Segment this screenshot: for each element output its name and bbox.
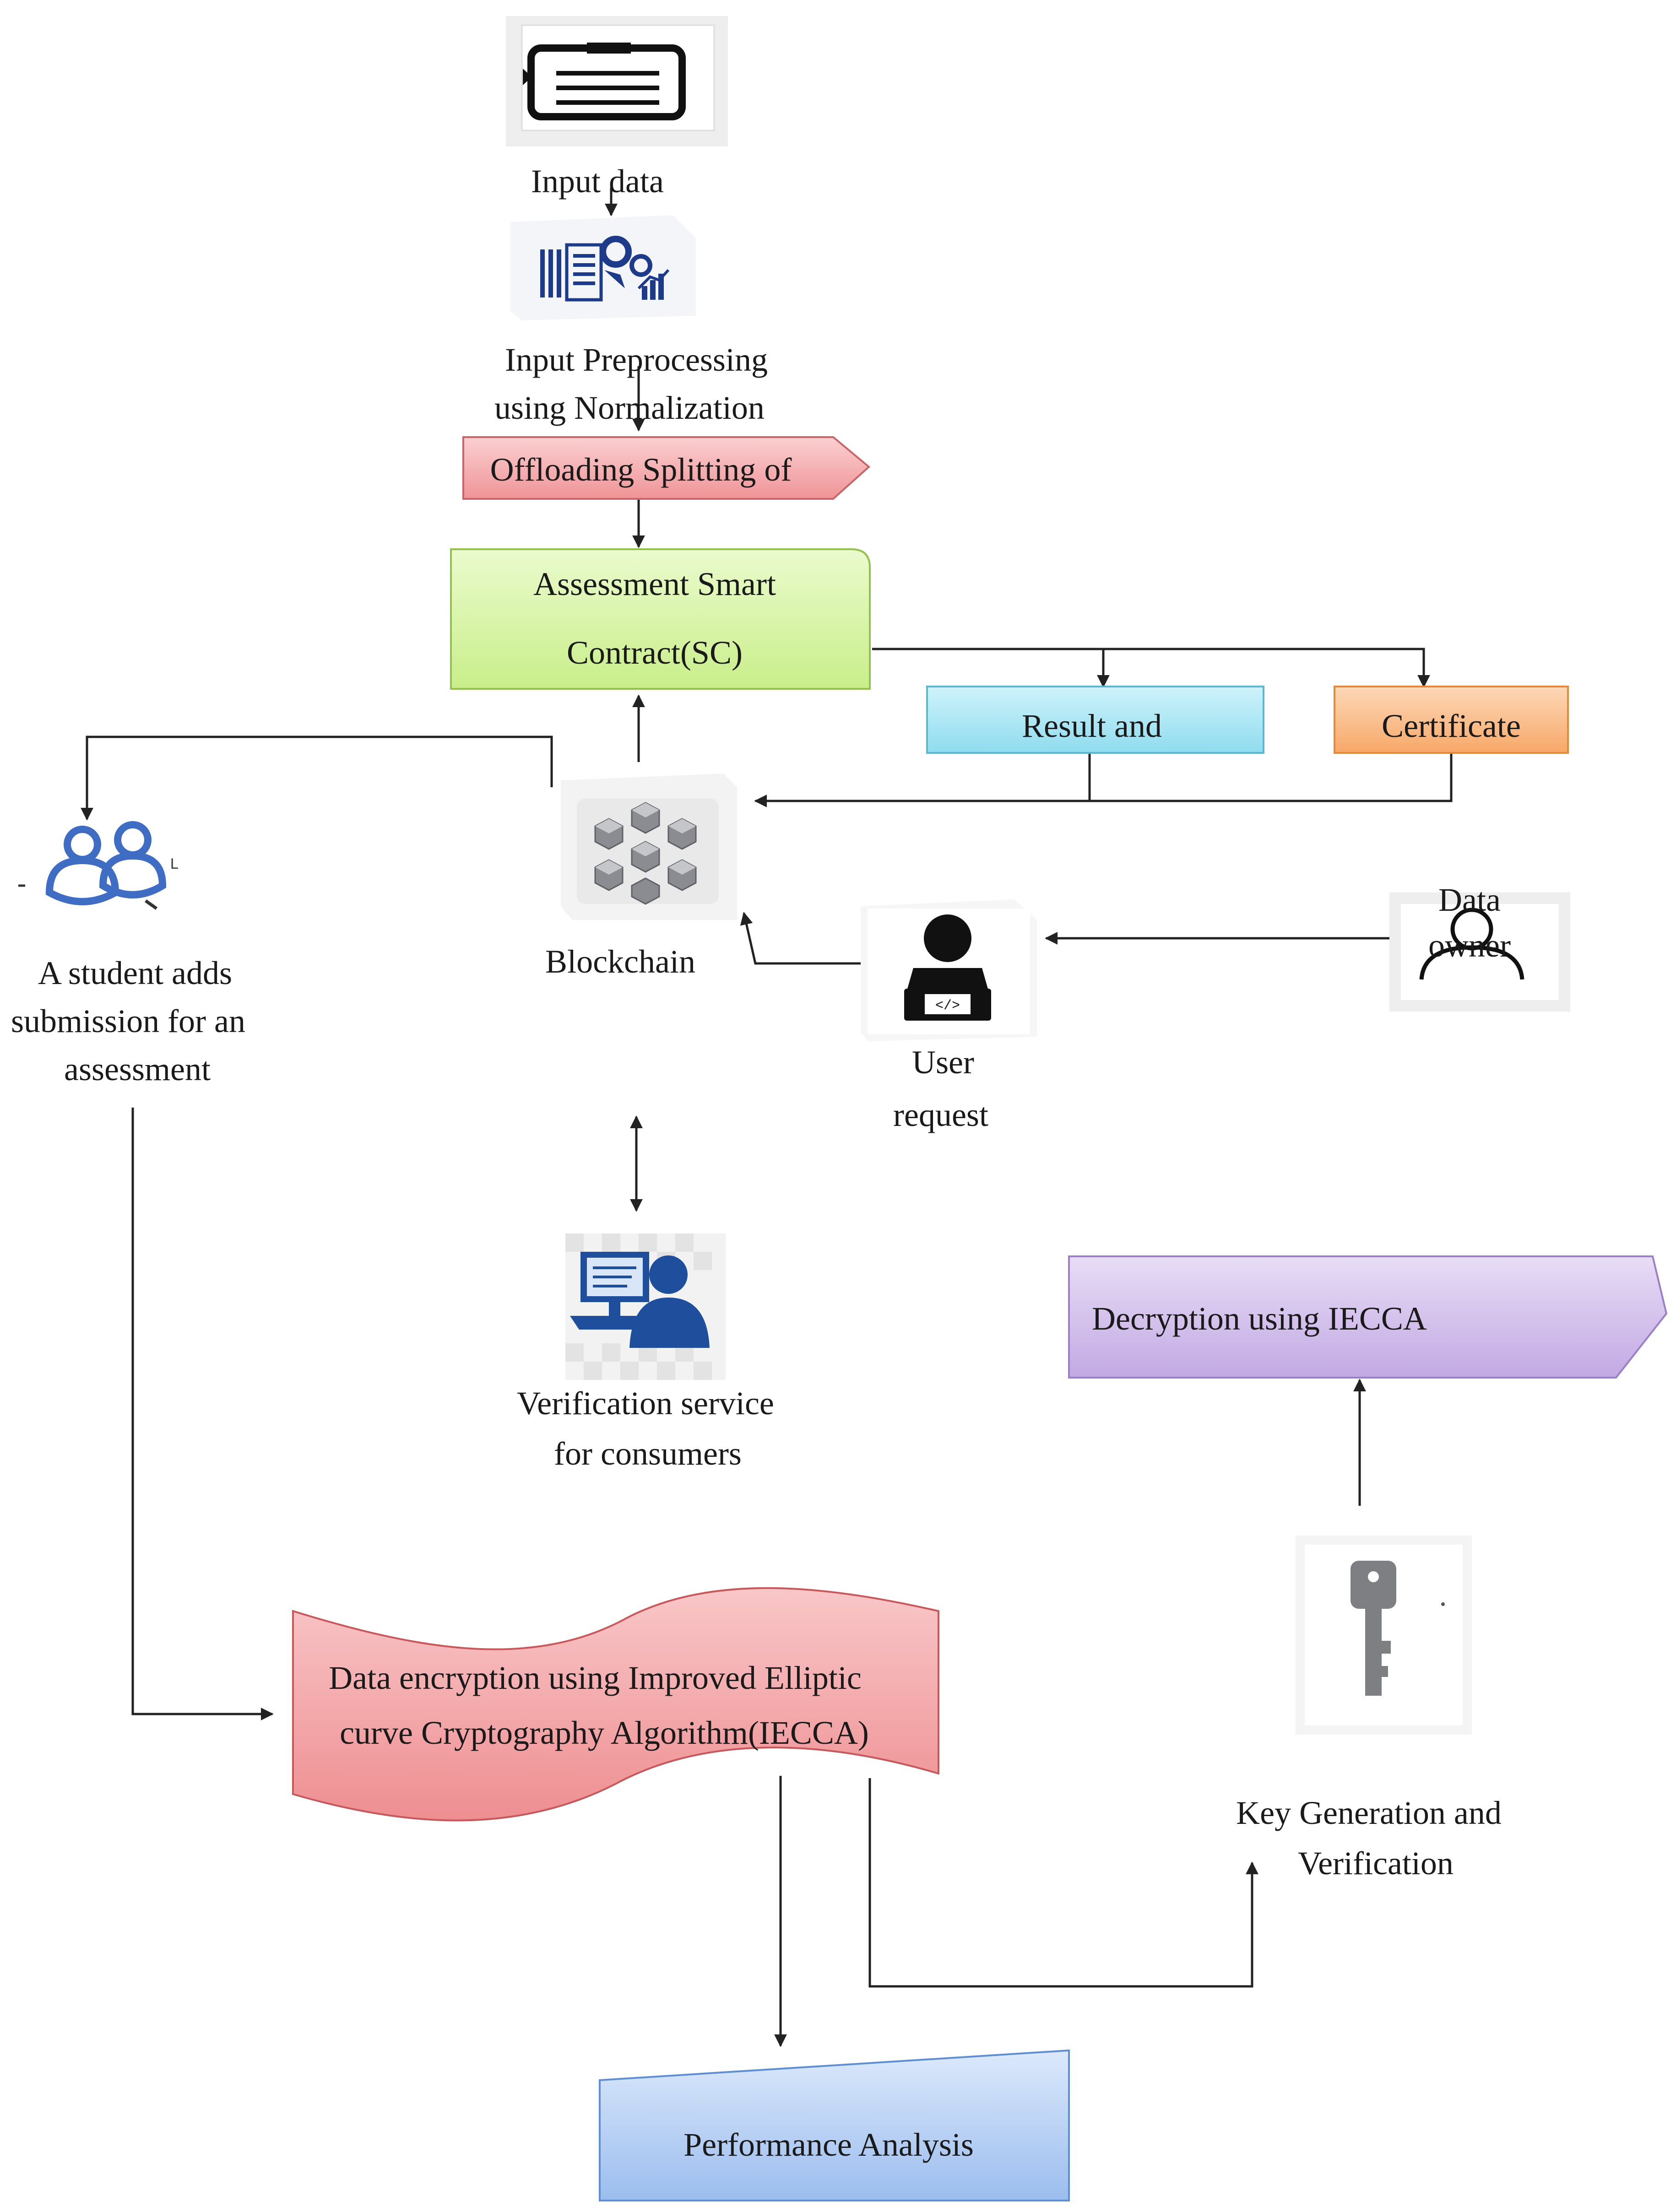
preprocessing-node: Input Preprocessing using Normalization: [494, 215, 768, 426]
smart-contract-node: Assessment Smart Contract(SC): [450, 548, 871, 690]
encryption-label-line2: curve Cryptography Algorithm(IECCA): [340, 1714, 869, 1751]
verification-node: Verification service for consumers: [517, 1233, 774, 1472]
certificate-node: Certificate: [1334, 686, 1569, 754]
arrow-encryption-to-keygen: [868, 1778, 1258, 1988]
performance-node: Performance Analysis: [599, 2049, 1070, 2201]
developer-icon: </>: [904, 914, 991, 1021]
smart-contract-label-line2: Contract(SC): [567, 634, 743, 671]
user-request-node: </> User request: [861, 899, 1037, 1133]
svg-text:</>: </>: [935, 998, 960, 1014]
arrow-sc-to-certificate: [1103, 648, 1425, 687]
student-label-line3: assessment: [64, 1051, 211, 1087]
verification-computer-icon: [565, 1233, 726, 1380]
arrow-user-to-blockchain: [740, 912, 861, 965]
offloading-label: Offloading Splitting of: [490, 451, 792, 488]
encryption-label-line1: Data encryption using Improved Elliptic: [329, 1660, 862, 1696]
result-label: Result and: [1022, 708, 1162, 744]
offloading-node: Offloading Splitting of: [462, 436, 871, 500]
arrow-sc-to-result: [872, 648, 1110, 688]
input-data-label: Input data: [531, 163, 664, 200]
student-label-line1: A student adds: [38, 955, 232, 991]
blockchain-label: Blockchain: [545, 943, 695, 980]
svg-text:L: L: [170, 855, 179, 872]
connectors: [81, 188, 1453, 2047]
students-icon: L: [18, 821, 179, 910]
key-generation-label-line1: Key Generation and: [1236, 1795, 1502, 1831]
data-processing-icon: [510, 215, 696, 320]
input-data-node: Input data: [506, 16, 728, 200]
document-icon: [506, 16, 728, 146]
blockchain-node: Blockchain: [545, 773, 737, 980]
smart-contract-label-line1: Assessment Smart: [533, 566, 776, 602]
performance-label: Performance Analysis: [683, 2126, 974, 2163]
user-request-label-line1: User: [912, 1044, 974, 1081]
student-label-line2: submission for an: [11, 1003, 245, 1039]
key-icon: [1351, 1561, 1445, 1696]
decryption-node: Decryption using IECCA: [1068, 1255, 1668, 1379]
certificate-label: Certificate: [1382, 708, 1521, 744]
preprocessing-label-line2: using Normalization: [494, 389, 765, 426]
arrow-certificate-to-blockchain: [754, 753, 1453, 807]
arrow-student-to-encryption: [131, 1108, 274, 1720]
data-owner-node: Data owner: [1389, 882, 1570, 1011]
key-generation-label-line2: Verification: [1298, 1845, 1454, 1882]
key-generation-node: Key Generation and Verification: [1236, 1536, 1502, 1882]
verification-label-line1: Verification service: [517, 1385, 774, 1422]
preprocessing-label-line1: Input Preprocessing: [505, 341, 768, 378]
student-node: L A student adds submission for an asses…: [11, 821, 245, 1087]
verification-label-line2: for consumers: [554, 1435, 742, 1472]
data-owner-label-line2: owner: [1428, 927, 1511, 964]
user-request-label-line2: request: [893, 1097, 988, 1133]
result-node: Result and: [926, 686, 1264, 754]
data-owner-label-line1: Data: [1438, 882, 1501, 918]
blockchain-cubes-icon: [561, 773, 737, 920]
data-owner-icon: [1419, 908, 1524, 980]
arrow-blockchain-to-student: [81, 736, 553, 821]
encryption-node: Data encryption using Improved Elliptic …: [292, 1587, 939, 1822]
decryption-label: Decryption using IECCA: [1092, 1300, 1427, 1337]
